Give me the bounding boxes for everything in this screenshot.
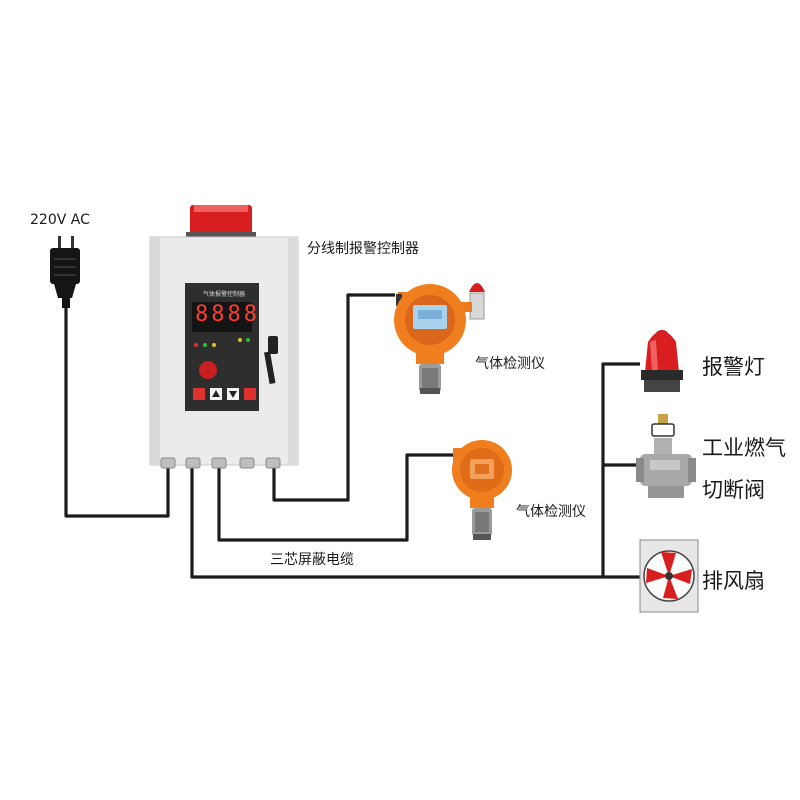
detector-1-cable xyxy=(272,293,395,502)
alarm-light-label: 报警灯 xyxy=(702,355,765,379)
fan-label: 排风扇 xyxy=(702,569,765,593)
cable-label: 三芯屏蔽电缆 xyxy=(270,552,354,568)
controller-cabinet xyxy=(149,205,299,469)
cabinet-alarm-light-icon xyxy=(190,205,252,235)
panel-button-1 xyxy=(193,388,205,400)
valve-label-line2: 切断阀 xyxy=(702,478,765,502)
controller-label: 分线制报警控制器 xyxy=(307,241,419,257)
panel-title: 气体报警控制器 xyxy=(203,291,246,298)
power-label: 220V AC xyxy=(30,212,90,228)
gas-shutoff-valve-icon xyxy=(636,414,696,498)
gas-detector-1-icon xyxy=(394,283,485,394)
alarm-light-icon xyxy=(641,330,683,392)
panel-display xyxy=(192,302,252,332)
detector-1-label: 气体检测仪 xyxy=(475,356,545,372)
gas-detector-2-icon xyxy=(452,440,512,540)
panel-display-digits: 8888 xyxy=(195,302,260,327)
key-lock-icon xyxy=(264,336,278,385)
exhaust-fan-icon xyxy=(639,539,699,613)
power-plug-icon xyxy=(50,236,80,308)
panel-indicator-icon xyxy=(199,361,217,379)
power-cable xyxy=(64,306,170,518)
valve-label-line1: 工业燃气 xyxy=(702,436,786,460)
detector-2-label: 气体检测仪 xyxy=(516,504,586,520)
wires xyxy=(64,293,640,579)
panel-button-4 xyxy=(244,388,256,400)
detector-2-cable xyxy=(217,453,453,542)
cable-glands xyxy=(160,457,281,469)
